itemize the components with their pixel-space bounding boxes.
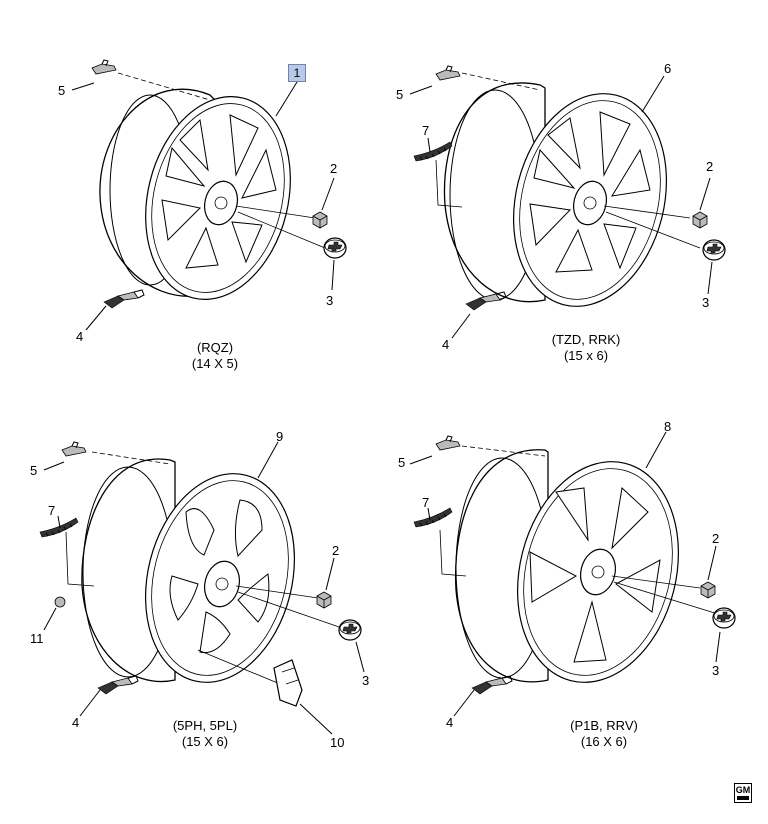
callout-9: 9 [276,429,284,444]
callout-10: 10 [330,735,345,750]
callout-11: 11 [30,631,44,646]
callout-3: 3 [326,293,334,308]
callout-2: 2 [706,159,714,174]
caption-size: (16 X 6) [580,734,628,749]
caption-code: (TZD, RRK) [551,332,621,347]
gm-logo-underline [737,796,749,800]
caption-code: (5PH, 5PL) [172,718,238,733]
callout-5: 5 [396,87,404,102]
caption-rqz: (RQZ) (14 X 5) [135,340,295,372]
caption-size: (15 X 6) [181,734,229,749]
callout-3: 3 [712,663,720,678]
wheel-tzd-rrk-group [409,65,726,339]
callout-4: 4 [72,715,80,730]
callout-7: 7 [422,495,430,510]
gm-logo: GM [734,783,752,803]
wheel-5ph-5pl-group [39,441,365,735]
callout-7: 7 [48,503,56,518]
caption-size: (14 X 5) [191,356,239,371]
callout-3: 3 [362,673,370,688]
callout-4: 4 [76,329,84,344]
wheel-p1b-rrv-group [409,431,736,717]
callout-5: 5 [30,463,38,478]
callout-5: 5 [58,83,66,98]
gm-logo-text: GM [735,785,751,795]
callout-7: 7 [422,123,430,138]
callout-5: 5 [398,455,406,470]
callout-4: 4 [446,715,454,730]
callout-6: 6 [664,61,672,76]
caption-code: (P1B, RRV) [570,718,638,733]
caption-code: (RQZ) [196,340,234,355]
callout-4: 4 [442,337,450,352]
callout-3: 3 [702,295,710,310]
callout-2: 2 [332,543,340,558]
caption-p1b-rrv: (P1B, RRV) (16 X 6) [524,718,684,750]
caption-size: (15 x 6) [563,348,609,363]
callout-8: 8 [664,419,672,434]
callout-1-highlighted[interactable]: 1 [288,64,306,82]
caption-5ph-5pl: (5PH, 5PL) (15 X 6) [125,718,285,750]
caption-tzd-rrk: (TZD, RRK) (15 x 6) [506,332,666,364]
callout-2: 2 [330,161,338,176]
callout-2: 2 [712,531,720,546]
wheel-rqz-group [71,59,347,331]
